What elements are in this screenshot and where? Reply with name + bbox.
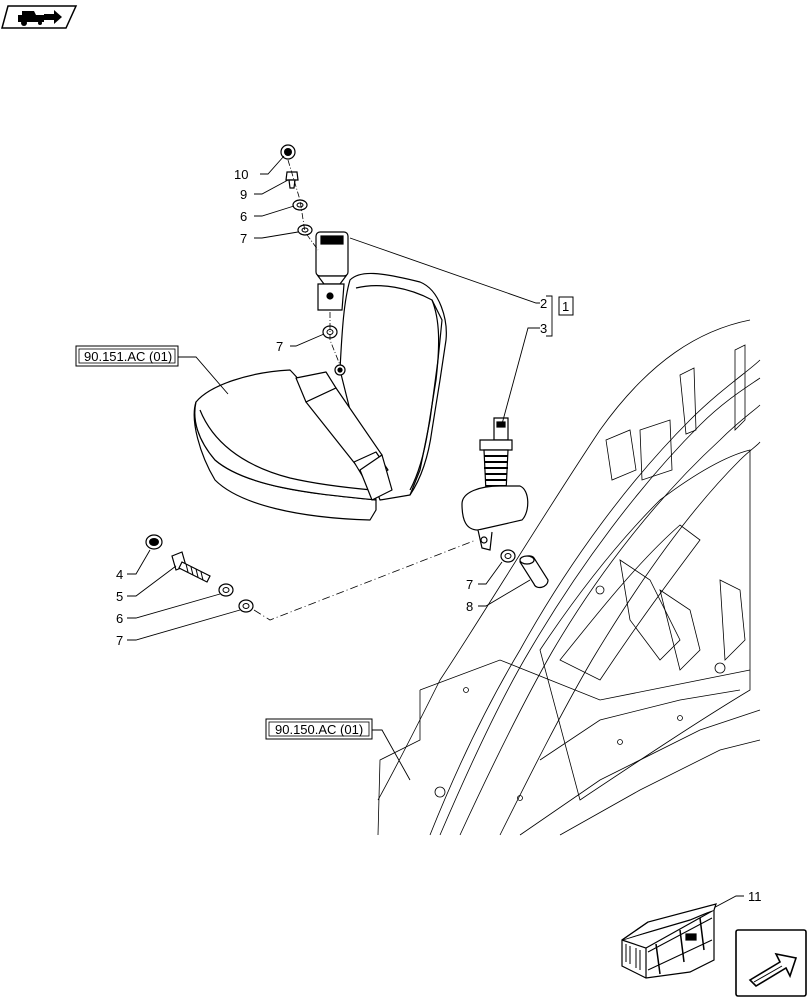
ref-link-seat[interactable]: 90.151.AC (01) [75, 345, 179, 367]
callout-3: 3 [540, 321, 547, 336]
cab-frame-drawing [377, 319, 761, 836]
assembly-axis-low [253, 539, 477, 621]
assembly-axis-top [287, 159, 341, 366]
shipping-crate-icon[interactable] [621, 903, 717, 979]
callout-9: 9 [240, 187, 247, 202]
ref-link-cab[interactable]: 90.150.AC (01) [265, 718, 373, 740]
callout-11: 11 [748, 889, 762, 904]
callout-10: 10 [234, 167, 248, 182]
callout-8: 8 [466, 599, 473, 614]
callout-5: 5 [116, 589, 123, 604]
callout-7: 7 [240, 231, 247, 246]
callout-6: 6 [240, 209, 247, 224]
callout-1: 1 [562, 299, 569, 314]
retractor-part[interactable] [461, 417, 529, 551]
next-page-arrow-icon[interactable] [735, 929, 807, 997]
ref-label-cab: 90.150.AC (01) [275, 722, 363, 737]
buckle-part[interactable] [315, 231, 349, 311]
part-6-washer-top[interactable] [292, 199, 308, 211]
part-9-bolt[interactable] [285, 171, 299, 189]
callout-4: 4 [116, 567, 123, 582]
part-4-cap[interactable] [145, 534, 163, 550]
callout-7: 7 [276, 339, 283, 354]
part-6-washer-low[interactable] [218, 583, 234, 597]
tractor-arrow-icon[interactable] [1, 5, 78, 29]
callout-2: 2 [540, 296, 547, 311]
part-10-cap[interactable] [280, 144, 296, 160]
part-8-spacer[interactable] [519, 555, 549, 589]
callout-1-box: 1 [558, 296, 574, 316]
part-7-washer-low[interactable] [238, 599, 254, 613]
ref-label-seat: 90.151.AC (01) [84, 349, 172, 364]
callout-7: 7 [466, 577, 473, 592]
callout-7: 7 [116, 633, 123, 648]
part-7-washer-right[interactable] [500, 549, 516, 563]
callout-6: 6 [116, 611, 123, 626]
leader-lines [127, 155, 744, 913]
seat-drawing [193, 272, 447, 521]
part-5-bolt[interactable] [171, 551, 211, 583]
part-7-washer-top[interactable] [297, 224, 313, 236]
